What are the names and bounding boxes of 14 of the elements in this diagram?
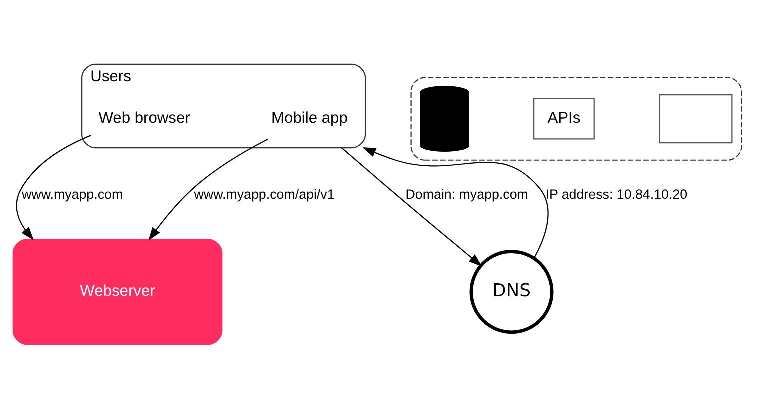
edge-label: www.myapp.com bbox=[22, 186, 124, 202]
node-box bbox=[659, 94, 733, 144]
arrow bbox=[148, 138, 269, 241]
node-box: APIs bbox=[534, 98, 595, 140]
cluster bbox=[410, 77, 742, 161]
node-text: Mobile app bbox=[272, 110, 348, 128]
edge-label: Domain: myapp.com bbox=[406, 186, 528, 202]
arrow bbox=[362, 147, 549, 258]
arrow bbox=[16, 135, 92, 240]
node-box: Webserver bbox=[12, 239, 223, 346]
edge-label: www.myapp.com/api/v1 bbox=[194, 186, 335, 202]
edge-label: IP address: 10.84.10.20 bbox=[546, 186, 688, 202]
node-text: Web browser bbox=[98, 110, 190, 128]
arrow bbox=[342, 148, 482, 267]
